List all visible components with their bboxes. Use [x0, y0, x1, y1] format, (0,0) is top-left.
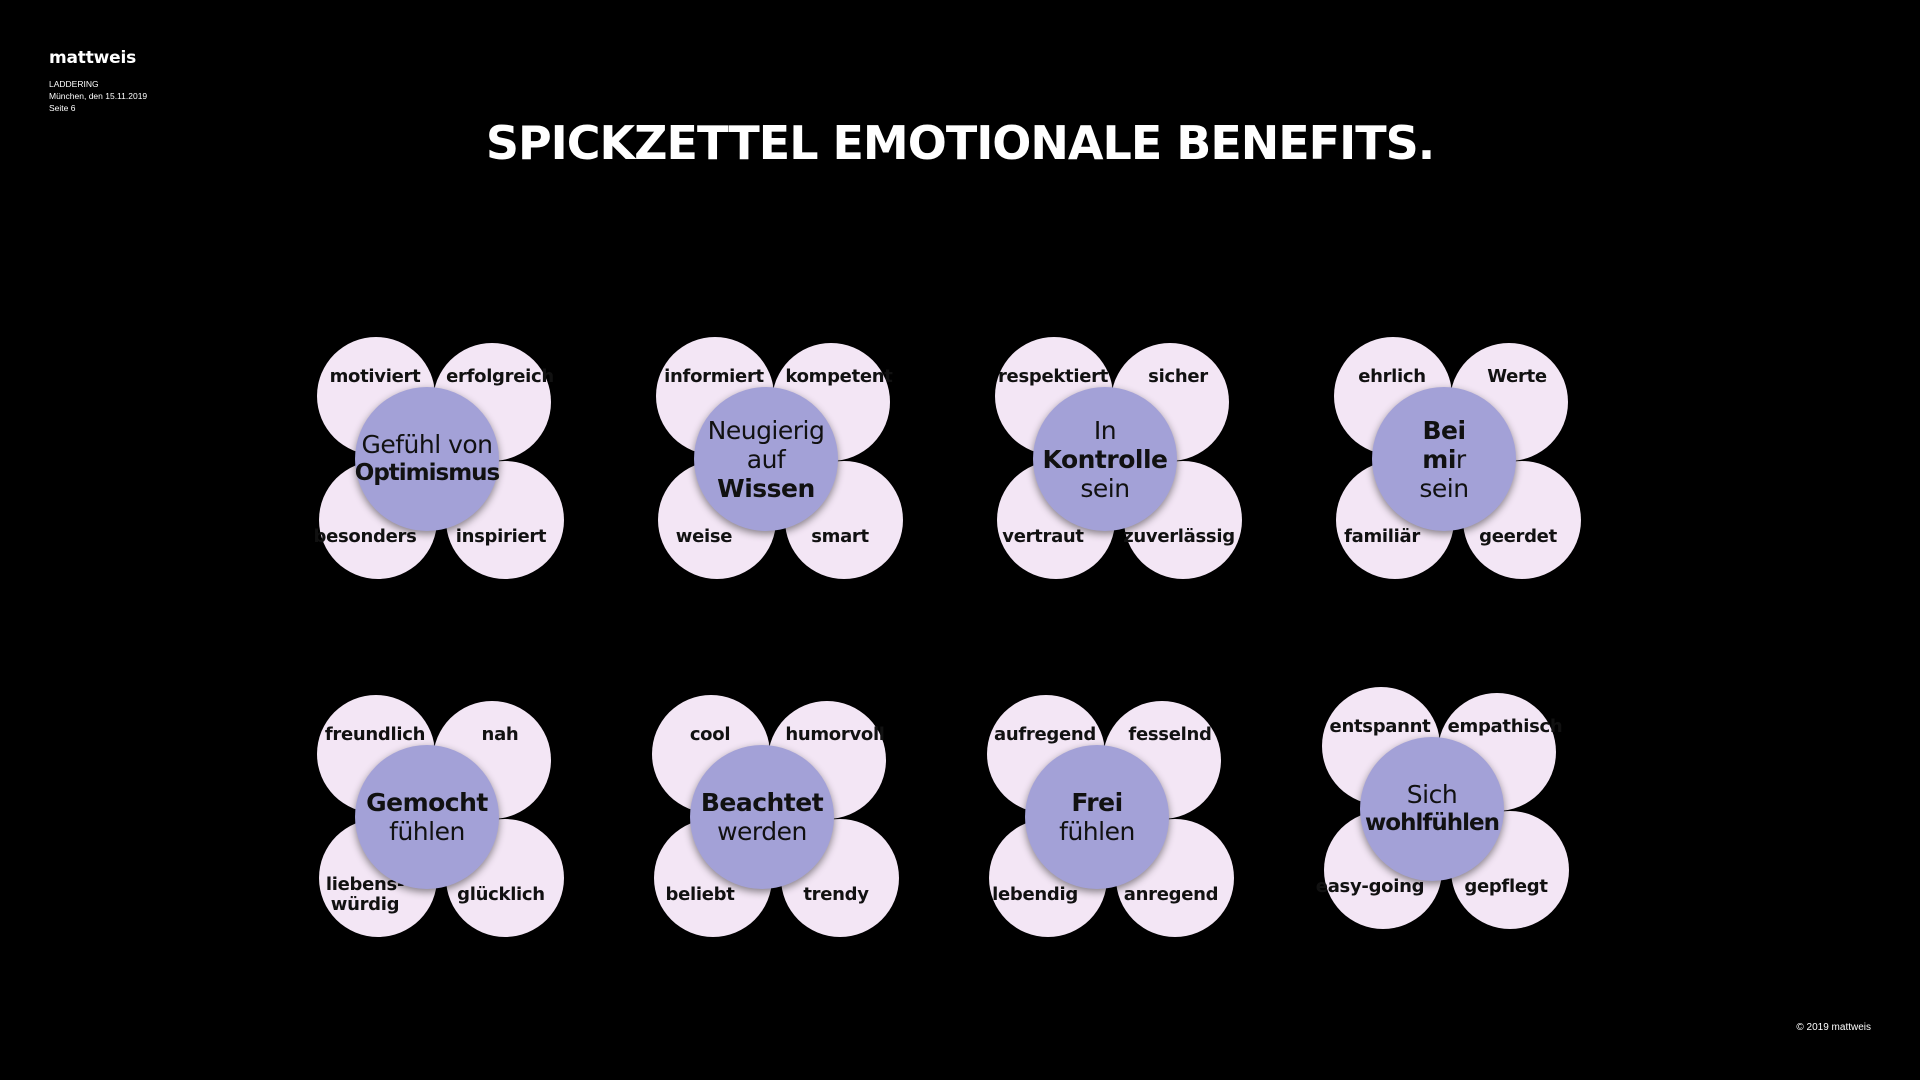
flower-center: Sich wohlfühlen: [1360, 737, 1504, 881]
flower-kontrolle: respektiert sicher vertraut zuverlässig …: [983, 337, 1243, 597]
flower-word: gepflegt: [1464, 876, 1548, 897]
center-line: wohlfühlen: [1365, 810, 1500, 836]
center-line: Wissen: [717, 473, 815, 503]
flower-optimismus: motiviert erfolgreich besonders inspirie…: [305, 337, 565, 597]
center-line: Beachtet: [700, 788, 824, 817]
flower-word: glücklich: [457, 884, 545, 905]
flower-word: freundlich: [324, 724, 426, 745]
center-line: fühlen: [389, 817, 465, 846]
flower-word: kompetent: [785, 366, 893, 387]
flower-word: inspiriert: [455, 526, 547, 547]
center-line: Kontrolle: [1042, 444, 1168, 474]
center-line: Bei: [1422, 415, 1466, 445]
flower-word: lebendig: [992, 884, 1078, 905]
flower-word: nah: [481, 724, 519, 745]
center-line: Neugierig: [707, 415, 825, 445]
flower-word: fesselnd: [1128, 724, 1212, 745]
flower-wissen: informiert kompetent weise smart Neugier…: [644, 337, 904, 597]
center-line-bold: mi: [1422, 444, 1456, 474]
flower-center: Neugierig auf Wissen: [694, 387, 838, 531]
center-line: auf: [746, 444, 786, 474]
flower-gemocht: freundlich nah liebens-würdig glücklich …: [305, 695, 565, 955]
flower-word: empathisch: [1447, 716, 1563, 737]
flower-word: erfolgreich: [446, 366, 554, 387]
word-line: liebens-: [325, 874, 405, 895]
center-line: mir: [1422, 444, 1466, 474]
flower-wohlfuehlen: entspannt empathisch easy-going gepflegt…: [1310, 687, 1570, 947]
flower-word: respektiert: [997, 366, 1109, 387]
word-line: würdig: [330, 894, 400, 915]
center-line: Sich: [1406, 780, 1458, 809]
meta-page: Seite 6: [49, 103, 76, 113]
flower-word: familiär: [1344, 526, 1420, 547]
flower-word: Werte: [1487, 366, 1547, 387]
flower-center: Gefühl von Optimismus: [354, 387, 500, 531]
company-logo: mattweis: [49, 48, 137, 68]
center-line: Gefühl von: [361, 430, 493, 459]
flower-word: besonders: [313, 526, 417, 547]
flower-word: beliebt: [665, 884, 735, 905]
flower-word: smart: [811, 526, 869, 547]
slide-meta: LADDERING München, den 15.11.2019 Seite …: [49, 78, 147, 114]
center-line-rest: r: [1455, 444, 1466, 474]
flower-word: humorvoll: [785, 724, 885, 745]
flower-word: ehrlich: [1358, 366, 1426, 387]
flower-word: anregend: [1123, 884, 1219, 905]
flower-word: easy-going: [1315, 876, 1425, 897]
flower-word: weise: [675, 526, 733, 547]
flower-center: Gemocht fühlen: [355, 745, 499, 889]
meta-date: München, den 15.11.2019: [49, 91, 148, 101]
flower-word: informiert: [664, 366, 764, 387]
flower-word: entspannt: [1329, 716, 1431, 737]
center-line: fühlen: [1059, 817, 1135, 846]
flower-center: In Kontrolle sein: [1033, 387, 1177, 531]
flower-word: motiviert: [329, 366, 421, 387]
flower-word: zuverlässig: [1123, 526, 1235, 547]
flower-beachtet: cool humorvoll beliebt trendy Beachtet w…: [640, 695, 900, 955]
flower-word: geerdet: [1479, 526, 1557, 547]
flower-word: cool: [689, 724, 731, 745]
center-line: werden: [717, 817, 807, 846]
flower-frei: aufregend fesselnd lebendig anregend Fre…: [975, 695, 1235, 955]
flower-word: trendy: [803, 884, 869, 905]
center-line: Optimismus: [354, 460, 500, 486]
center-line: Frei: [1071, 788, 1123, 817]
center-line: sein: [1080, 473, 1130, 503]
flower-word: aufregend: [994, 724, 1096, 745]
flower-word: sicher: [1148, 366, 1208, 387]
flower-center: Bei mir sein: [1372, 387, 1516, 531]
center-line: sein: [1419, 473, 1469, 503]
center-line: Gemocht: [366, 788, 488, 817]
flower-center: Frei fühlen: [1025, 745, 1169, 889]
flower-word: vertraut: [1002, 526, 1084, 547]
flower-center: Beachtet werden: [690, 745, 834, 889]
slide-title: SPICKZETTEL EMOTIONALE BENEFITS.: [485, 116, 1435, 170]
center-line: In: [1093, 415, 1117, 445]
copyright-note: © 2019 mattweis: [1796, 1022, 1871, 1033]
meta-topic: LADDERING: [49, 79, 99, 89]
brand-block: mattweis LADDERING München, den 15.11.20…: [49, 48, 147, 114]
flower-word: liebens-würdig: [325, 874, 405, 915]
flower-bei-mir-sein: ehrlich Werte familiär geerdet Bei mir s…: [1322, 337, 1582, 597]
